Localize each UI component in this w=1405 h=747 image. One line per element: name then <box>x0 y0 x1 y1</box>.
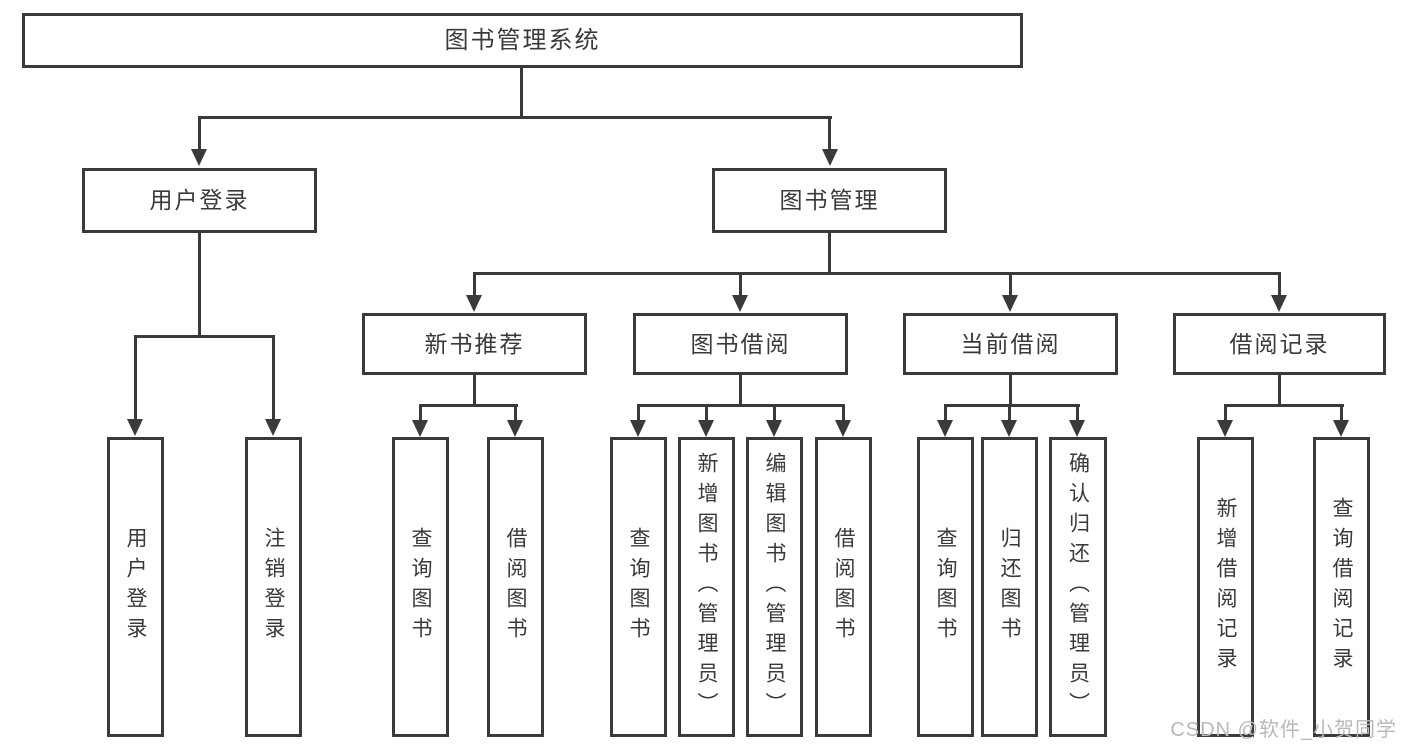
connector-root-rail <box>198 116 832 119</box>
connector-drop-section <box>1009 272 1012 297</box>
leaf-user-login: 用户登录 <box>107 437 164 737</box>
connector-drop-leaf <box>419 404 422 422</box>
connector-drop-section <box>1278 272 1281 297</box>
connector-current-borrow-stem <box>1009 375 1012 407</box>
arrow-down-icon <box>1333 420 1349 437</box>
connector-user-login-rail <box>134 335 275 338</box>
connector-new-book-stem <box>473 375 476 407</box>
connector-drop-leaf <box>514 404 517 422</box>
leaf-add-books-admin: 新增图书（管理员） <box>678 437 735 737</box>
leaf-query-books: 查询图书 <box>392 437 449 737</box>
arrow-down-icon <box>835 420 851 437</box>
leaf-query-borrow-record: 查询借阅记录 <box>1313 437 1370 737</box>
connector-new-book-rail <box>419 404 518 407</box>
leaf-query-books: 查询图书 <box>610 437 667 737</box>
connector-book-borrow-rail <box>637 404 845 407</box>
arrow-down-icon <box>507 420 523 437</box>
connector-drop-leaf <box>773 404 776 422</box>
connector-drop-user-login <box>198 116 201 151</box>
leaf-add-borrow-record: 新增借阅记录 <box>1197 437 1254 737</box>
arrow-down-icon <box>630 420 646 437</box>
arrow-down-icon <box>937 420 953 437</box>
leaf-confirm-return-admin: 确认归还（管理员） <box>1049 437 1107 737</box>
arrow-down-icon <box>191 149 207 166</box>
connector-user-login-stem <box>198 233 201 338</box>
connector-book-borrow-stem <box>739 375 742 407</box>
connector-drop-leaf <box>1224 404 1227 422</box>
connector-root-stem <box>520 68 523 119</box>
csdn-watermark: CSDN @软件_小贺同学 <box>1170 719 1397 741</box>
connector-drop-section <box>473 272 476 297</box>
leaf-edit-books-admin: 编辑图书（管理员） <box>746 437 803 737</box>
arrow-down-icon <box>127 419 143 436</box>
arrow-down-icon <box>1217 420 1233 437</box>
connector-borrow-record-rail <box>1224 404 1344 407</box>
connector-drop-leaf <box>1340 404 1343 422</box>
leaf-borrow-books: 借阅图书 <box>815 437 872 737</box>
arrow-down-icon <box>1001 420 1017 437</box>
connector-drop-book-management <box>828 116 831 151</box>
connector-drop-leaf <box>944 404 947 422</box>
node-book-borrow: 图书借阅 <box>633 313 848 375</box>
node-root: 图书管理系统 <box>22 13 1023 68</box>
arrow-down-icon <box>1069 420 1085 437</box>
arrow-down-icon <box>265 419 281 436</box>
arrow-down-icon <box>732 295 748 312</box>
node-borrow-record: 借阅记录 <box>1173 313 1386 375</box>
connector-drop-leaf <box>637 404 640 422</box>
connector-drop-section <box>739 272 742 297</box>
arrow-down-icon <box>698 420 714 437</box>
connector-drop-leaf <box>1076 404 1079 422</box>
connector-borrow-record-stem <box>1278 375 1281 407</box>
arrow-down-icon <box>466 295 482 312</box>
arrow-down-icon <box>766 420 782 437</box>
connector-drop-leaf <box>842 404 845 422</box>
node-current-borrow: 当前借阅 <box>903 313 1118 375</box>
node-user-login: 用户登录 <box>82 168 317 233</box>
node-book-management: 图书管理 <box>712 168 947 233</box>
connector-current-borrow-rail <box>944 404 1080 407</box>
leaf-query-books: 查询图书 <box>917 437 974 737</box>
arrow-down-icon <box>412 420 428 437</box>
connector-drop-leaf <box>272 335 275 421</box>
connector-drop-leaf <box>705 404 708 422</box>
leaf-logout: 注销登录 <box>245 437 302 737</box>
connector-book-management-stem <box>828 233 831 275</box>
connector-drop-leaf <box>1008 404 1011 422</box>
node-new-book-recommend: 新书推荐 <box>362 313 587 375</box>
connector-drop-leaf <box>134 335 137 421</box>
leaf-return-books: 归还图书 <box>981 437 1038 737</box>
arrow-down-icon <box>1271 295 1287 312</box>
arrow-down-icon <box>822 149 838 166</box>
leaf-borrow-books: 借阅图书 <box>487 437 544 737</box>
connector-book-management-rail <box>473 272 1281 275</box>
arrow-down-icon <box>1002 295 1018 312</box>
